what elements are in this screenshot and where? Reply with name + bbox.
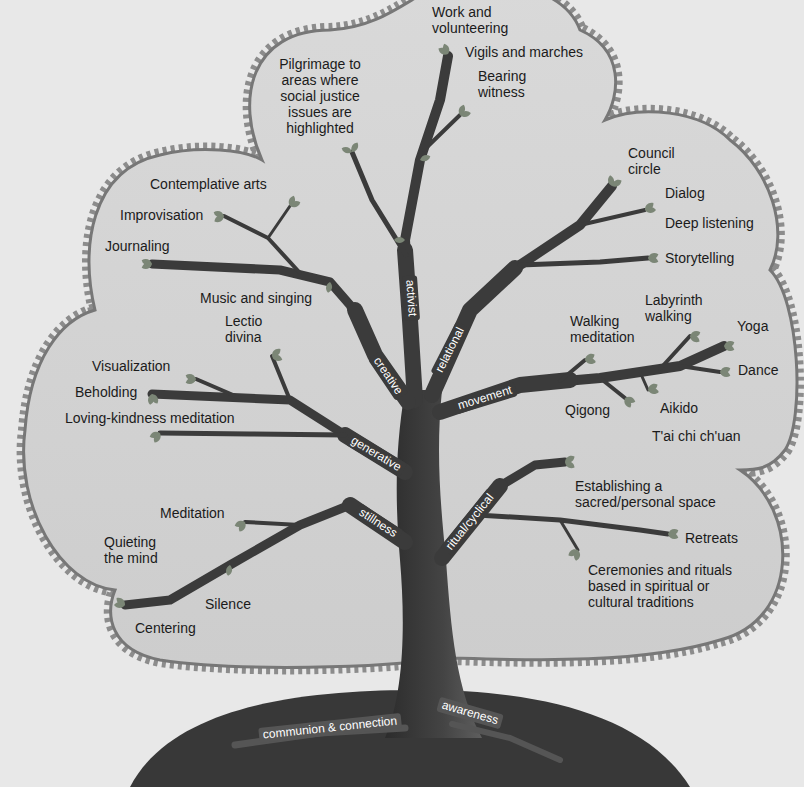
practice-label: Bearing witness — [478, 68, 540, 100]
twig — [196, 379, 240, 398]
leaf — [149, 393, 160, 406]
practice-label: Storytelling — [665, 250, 734, 266]
root — [452, 724, 560, 760]
leaf — [394, 237, 405, 243]
twig — [477, 515, 668, 534]
leaf — [213, 213, 226, 224]
leaf — [584, 352, 597, 363]
leaf — [271, 353, 283, 362]
leaf — [689, 329, 701, 338]
twig — [224, 216, 300, 273]
twig — [600, 378, 625, 398]
branch — [355, 310, 408, 402]
leaf — [225, 564, 233, 576]
leaf — [647, 387, 659, 395]
practice-label: Music and singing — [200, 290, 312, 306]
practice-label: Journaling — [105, 238, 170, 254]
twig — [352, 152, 406, 255]
practice-label: Meditation — [160, 505, 225, 521]
twig — [640, 372, 648, 390]
practice-label: Contemplative arts — [150, 176, 267, 192]
practice-label: Yoga — [737, 318, 768, 334]
practice-label: Quieting the mind — [104, 534, 174, 566]
practice-label: Improvisation — [120, 207, 203, 223]
practice-label: Dance — [738, 362, 778, 378]
leaf — [564, 459, 577, 470]
practice-label: Loving-kindness meditation — [65, 410, 235, 426]
practice-label: Aikido — [660, 400, 698, 416]
practice-label: Dialog — [665, 185, 705, 201]
twig — [520, 258, 648, 265]
leaf — [234, 519, 246, 528]
twig — [245, 522, 300, 525]
branch — [152, 394, 405, 472]
leaf — [341, 145, 353, 154]
practice-label: Visualization — [92, 358, 170, 374]
twig — [680, 366, 720, 372]
trunk — [385, 390, 482, 738]
leaf — [607, 175, 615, 187]
leaf — [457, 104, 466, 116]
leaf — [325, 281, 333, 293]
twig — [580, 210, 645, 225]
practice-label: Centering — [135, 620, 196, 636]
leaf — [349, 141, 360, 154]
leaf — [437, 46, 450, 57]
twig — [424, 115, 460, 150]
practice-label: Vigils and marches — [465, 44, 583, 60]
leaf — [719, 365, 731, 374]
twig — [160, 433, 345, 435]
leaf — [289, 199, 301, 208]
practice-label: Lectio divina — [225, 313, 277, 345]
leaf — [141, 257, 153, 266]
leaf — [723, 343, 735, 352]
practice-label: Council circle — [628, 145, 688, 177]
leaf — [419, 153, 431, 162]
branches — [125, 56, 724, 605]
practice-label: T'ai chi ch'uan — [652, 428, 741, 444]
practice-label: Retreats — [685, 530, 738, 546]
twig — [560, 360, 585, 381]
leaves — [114, 43, 735, 608]
branch — [405, 250, 415, 400]
practice-label: Labyrinth walking — [645, 292, 715, 324]
leaf — [152, 432, 163, 445]
practice-label: Establishing a sacred/personal space — [575, 478, 740, 510]
practice-label: Beholding — [75, 384, 137, 400]
practice-label: Silence — [205, 596, 251, 612]
twig — [268, 206, 290, 238]
leaf — [647, 251, 659, 260]
leaf — [185, 376, 197, 385]
leaf — [667, 531, 679, 540]
practice-label: Ceremonies and rituals based in spiritua… — [588, 562, 750, 610]
practice-label: Qigong — [565, 402, 610, 418]
practice-label: Walking meditation — [570, 313, 642, 345]
practice-label: Deep listening — [665, 215, 754, 231]
twig — [272, 356, 290, 400]
branch — [152, 264, 408, 402]
leaf — [643, 201, 655, 213]
leaf — [115, 596, 127, 608]
branch — [432, 186, 612, 395]
twig — [560, 520, 578, 550]
practice-label: Work and volunteering — [432, 4, 520, 36]
leaf — [624, 395, 636, 404]
twig — [660, 336, 690, 369]
branch-label: activist — [402, 275, 420, 321]
leaf — [573, 549, 581, 561]
practice-label: Pilgrimage to areas where social justice… — [272, 56, 368, 136]
